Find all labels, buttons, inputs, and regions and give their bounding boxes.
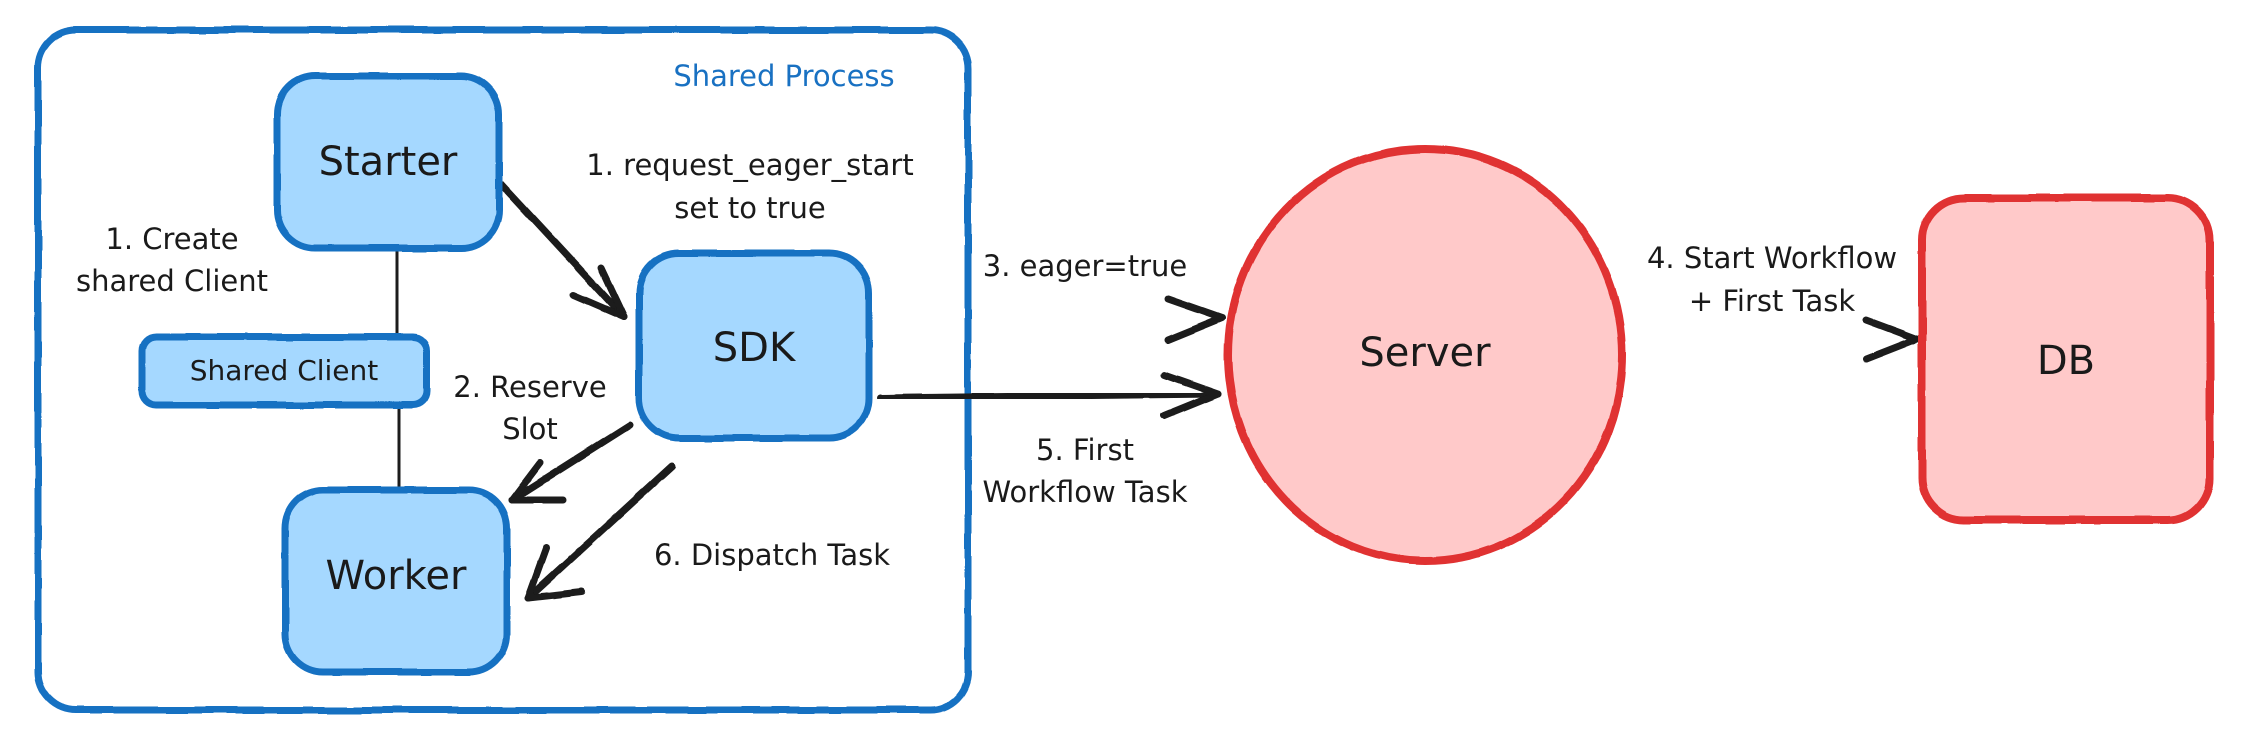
group-shared-process: Shared Process: [34, 26, 972, 714]
node-worker-shape[interactable]: [281, 486, 511, 676]
node-shared-client-shape[interactable]: [138, 333, 431, 409]
shared-process-title: Shared Process: [673, 59, 894, 93]
edge-starter-to-sdk: [496, 179, 628, 321]
edge-line-e4: [508, 421, 634, 504]
node-sdk-shape[interactable]: [635, 249, 873, 442]
edge-label-e3-line2: set to true: [674, 191, 825, 225]
edge-label-e1-line1: 1. Create: [105, 222, 238, 256]
node-server-shape[interactable]: [1224, 145, 1626, 565]
edge-sdk-to-worker-reserve: [508, 421, 634, 504]
edge-label-e6-line2: + First Task: [1689, 284, 1856, 318]
edge-line-e1: [393, 242, 401, 343]
edge-label-eager-true: 3. eager=true: [983, 249, 1188, 283]
edge-label-first-workflow-task: 5. First Workflow Task: [983, 433, 1188, 509]
edge-line-e8: [524, 462, 676, 602]
edge-sdk-to-server: [876, 295, 1226, 344]
edge-label-reserve-slot: 2. Reserve Slot: [453, 370, 606, 446]
edge-label-e1-line2: shared Client: [76, 264, 268, 298]
edge-label-request-eager-start: 1. request_eager_start set to true: [586, 148, 913, 225]
node-db-shape[interactable]: [1918, 194, 2214, 524]
edge-label-e5-line1: 3. eager=true: [983, 249, 1188, 283]
edge-line-e2: [395, 400, 403, 495]
arrowhead-e6: [1862, 316, 1921, 363]
node-starter-label: Starter: [319, 139, 458, 185]
node-starter-shape[interactable]: [273, 72, 503, 252]
node-server[interactable]: Server: [1224, 145, 1626, 565]
edge-server-to-db: [1627, 316, 1921, 363]
connector-shared-client-worker: [395, 400, 403, 495]
arrowhead-e3: [569, 264, 628, 321]
node-db[interactable]: DB: [1918, 194, 2214, 524]
edge-label-e4-line2: Slot: [502, 412, 558, 446]
node-server-label: Server: [1359, 330, 1491, 376]
edge-line-e3: [496, 179, 628, 321]
edge-label-e8-line1: 6. Dispatch Task: [654, 538, 890, 572]
edge-line-e7: [876, 390, 1222, 402]
node-sdk-label: SDK: [713, 325, 797, 371]
edge-label-e4-line1: 2. Reserve: [453, 370, 606, 404]
arrowhead-e5: [1164, 295, 1226, 344]
edge-sdk-to-worker-dispatch: [524, 462, 676, 602]
connector-starter-shared-client: [393, 242, 401, 343]
edge-server-to-sdk: [876, 371, 1222, 420]
node-shared-client-label: Shared Client: [190, 354, 379, 387]
node-shared-client[interactable]: Shared Client: [138, 333, 431, 409]
edge-label-e7-line1: 5. First: [1036, 433, 1134, 467]
edge-label-e3-line1: 1. request_eager_start: [586, 148, 913, 182]
node-starter[interactable]: Starter: [273, 72, 503, 252]
shared-process-boundary: [34, 26, 972, 714]
edge-label-start-workflow: 4. Start Workflow + First Task: [1647, 241, 1897, 318]
edge-label-create-shared-client: 1. Create shared Client: [76, 222, 268, 298]
arrowhead-e7: [1160, 371, 1222, 420]
edge-label-e7-line2: Workflow Task: [983, 475, 1188, 509]
node-worker[interactable]: Worker: [281, 486, 511, 676]
arrowhead-e8: [524, 544, 586, 602]
edge-label-dispatch-task: 6. Dispatch Task: [654, 538, 890, 572]
edge-label-e6-line1: 4. Start Workflow: [1647, 241, 1897, 275]
node-worker-label: Worker: [326, 553, 467, 599]
node-sdk[interactable]: SDK: [635, 249, 873, 442]
node-db-label: DB: [2037, 338, 2095, 384]
arrowhead-e4: [508, 459, 567, 504]
